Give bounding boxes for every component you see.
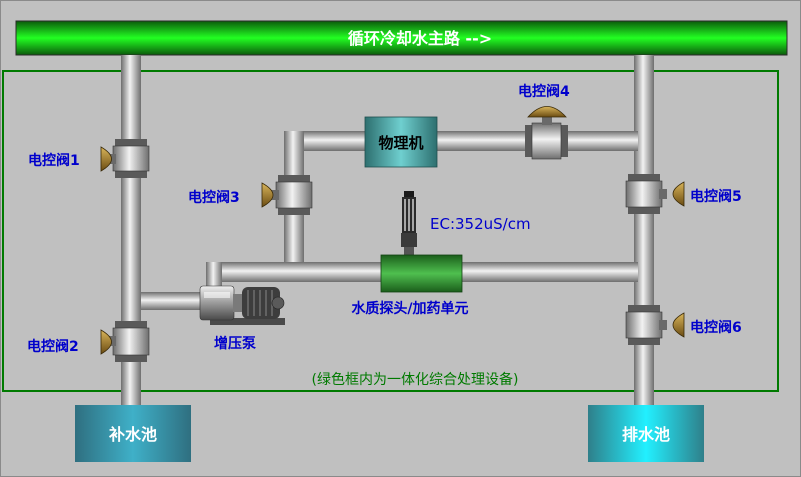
valve-3[interactable] (261, 175, 313, 215)
drain-pool-label: 排水池 (622, 425, 670, 444)
valve-3-actuator-icon (261, 182, 274, 208)
frame-note: (绿色框内为一体化综合处理设备) (312, 371, 519, 388)
pipes (121, 55, 654, 405)
valve-4[interactable] (525, 106, 568, 160)
valve-6-label: 电控阀6 (690, 319, 742, 336)
makeup-pool[interactable]: 补水池 (75, 405, 191, 462)
valve-5-label: 电控阀5 (690, 188, 742, 205)
drain-pool[interactable]: 排水池 (588, 405, 704, 462)
main-pipe-label: 循环冷却水主路 --> (348, 29, 492, 48)
valve-6[interactable] (625, 305, 685, 345)
water-quality-unit[interactable] (380, 254, 463, 293)
sensor-probe-icon (401, 191, 417, 255)
right-vertical-pipe (634, 55, 654, 405)
valve-1-label: 电控阀1 (28, 152, 80, 169)
ec-reading: EC:352uS/cm (430, 215, 531, 233)
valve-5-actuator-icon (672, 181, 685, 207)
top-branch-pipe (284, 131, 638, 151)
water-quality-unit-label: 水质探头/加药单元 (351, 300, 468, 317)
pump-inlet-pipe (141, 292, 207, 310)
valve-1[interactable] (100, 139, 150, 178)
booster-pump-icon[interactable] (199, 285, 285, 325)
valve-3-label: 电控阀3 (188, 189, 240, 206)
integrated-equipment-frame (2, 70, 779, 392)
physical-machine-label: 物理机 (378, 134, 423, 152)
valve-2[interactable] (100, 321, 150, 362)
valve-5[interactable] (625, 174, 685, 214)
booster-pump-label: 增压泵 (214, 335, 256, 352)
valve-4-actuator-icon (527, 106, 567, 118)
valve-6-actuator-icon (672, 312, 685, 338)
valve-4-label: 电控阀4 (518, 83, 570, 100)
pump-riser-pipe (206, 262, 222, 292)
physical-machine[interactable]: 物理机 (364, 116, 438, 168)
valve-2-actuator-icon (100, 329, 112, 355)
valve-1-actuator-icon (100, 146, 112, 172)
valve-2-label: 电控阀2 (27, 338, 79, 355)
makeup-pool-label: 补水池 (108, 425, 157, 444)
main-pipe: 循环冷却水主路 --> (15, 20, 788, 56)
